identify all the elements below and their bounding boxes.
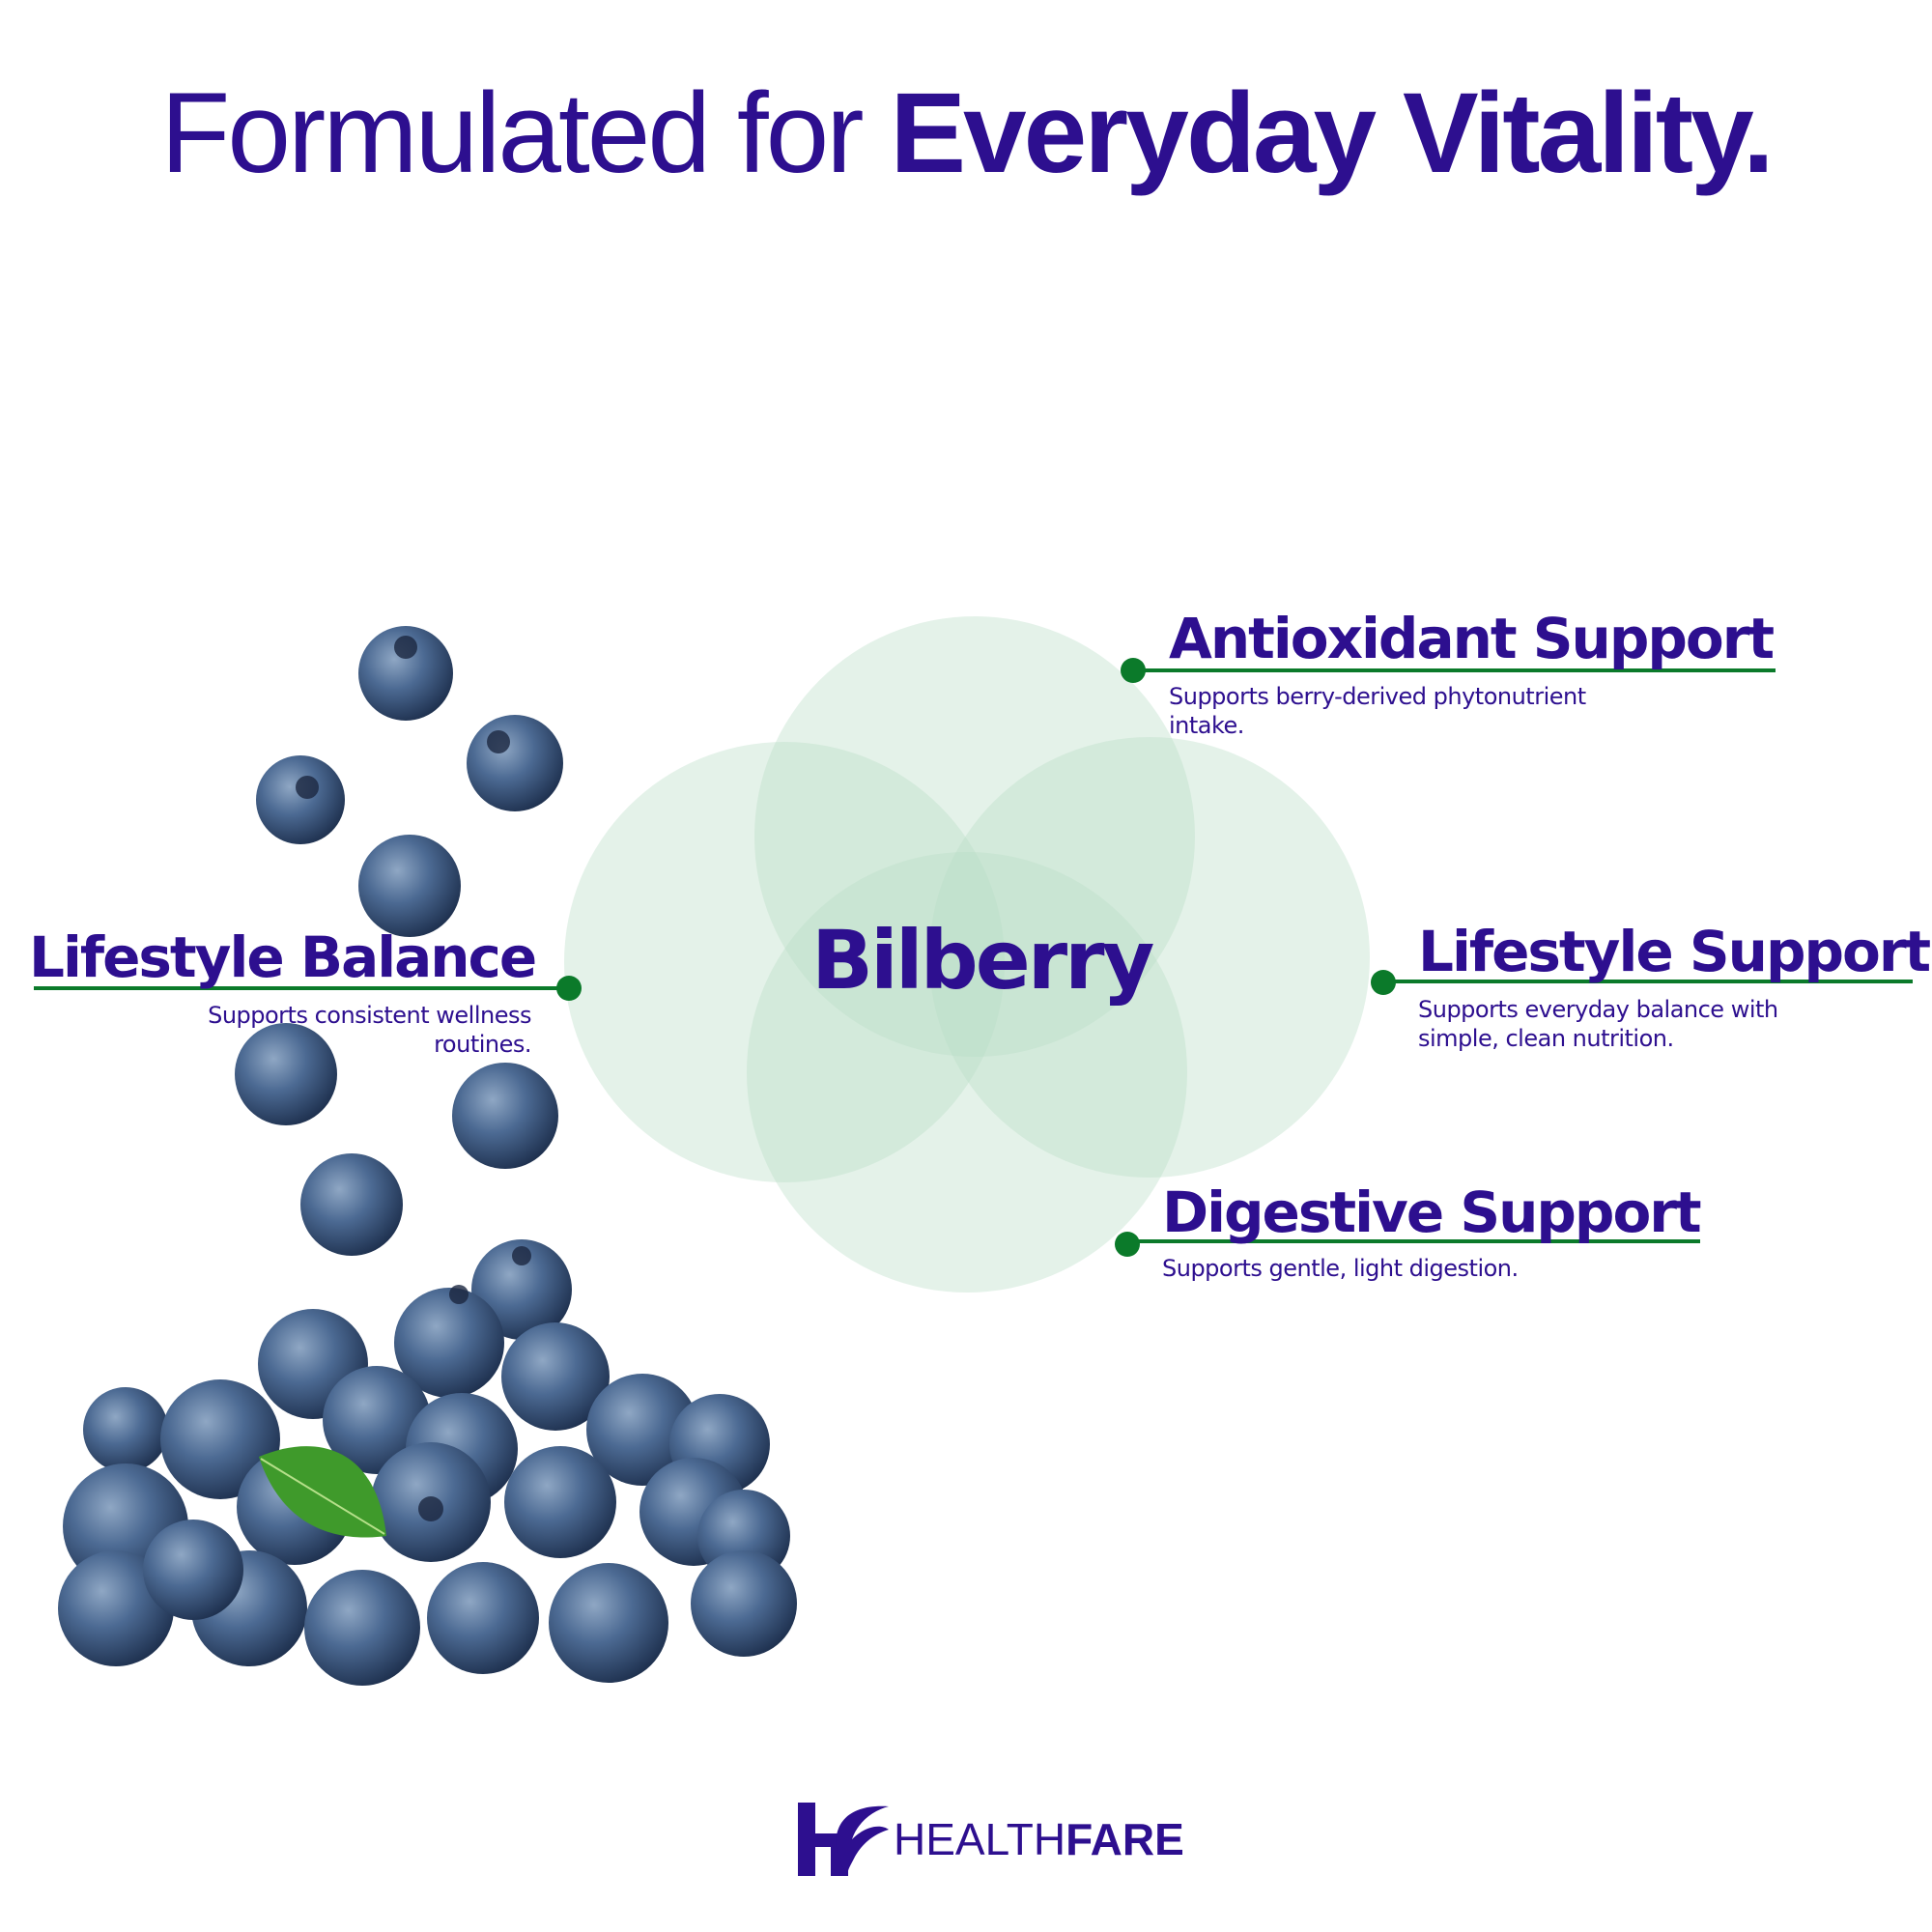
venn-circle-right: [929, 737, 1370, 1178]
benefit-digestive-support: Digestive Support Supports gentle, light…: [1162, 1179, 1702, 1283]
connector-line-lifestyle-balance: [34, 986, 568, 990]
connector-dot-digestive: [1115, 1232, 1140, 1257]
venn-circle-bottom: [747, 852, 1187, 1293]
benefit-title: Lifestyle Support: [1418, 919, 1931, 984]
venn-circle-left: [564, 742, 1005, 1182]
connector-line-antioxidant: [1133, 668, 1776, 672]
benefit-description-line: intake.: [1169, 712, 1244, 739]
benefit-description-line: simple, clean nutrition.: [1418, 1025, 1674, 1052]
brand-name: HEALTHFARE: [894, 1813, 1184, 1865]
benefit-antioxidant-support: Antioxidant Support Supports berry-deriv…: [1169, 606, 1775, 740]
benefit-title: Lifestyle Balance: [29, 924, 537, 990]
benefit-description: Supports consistent wellness routines.: [29, 1001, 531, 1059]
benefit-description-line: Supports gentle, light digestion.: [1162, 1255, 1519, 1282]
benefit-description: Supports everyday balance with simple, c…: [1418, 995, 1929, 1053]
benefit-lifestyle-balance: Lifestyle Balance Supports consistent we…: [29, 924, 537, 1059]
benefit-description: Supports berry-derived phytonutrient int…: [1169, 682, 1773, 740]
connector-dot-lifestyle-balance: [556, 976, 582, 1001]
benefit-description: Supports gentle, light digestion.: [1162, 1254, 1700, 1283]
venn-circle-top: [754, 616, 1195, 1057]
connector-line-digestive: [1127, 1239, 1700, 1243]
headline-bold: Everyday Vitality.: [890, 70, 1774, 197]
page-headline: Formulated for Everyday Vitality.: [0, 68, 1932, 199]
benefit-description-line: Supports consistent wellness: [208, 1002, 531, 1029]
h-leaf-logo-icon: [798, 1803, 889, 1876]
headline-light: Formulated for: [160, 70, 891, 197]
benefit-description-line: routines.: [434, 1031, 531, 1058]
benefit-lifestyle-support: Lifestyle Support Supports everyday bala…: [1418, 919, 1931, 1053]
connector-line-lifestyle-support: [1383, 980, 1913, 983]
brand-name-bold: FARE: [1065, 1814, 1184, 1864]
brand-name-light: HEALTH: [894, 1814, 1066, 1864]
center-label: Bilberry: [811, 913, 1154, 1008]
benefit-description-line: Supports everyday balance with: [1418, 996, 1778, 1023]
brand-logo: HEALTHFARE: [798, 1799, 1184, 1880]
benefit-description-line: Supports berry-derived phytonutrient: [1169, 683, 1586, 710]
benefit-title: Antioxidant Support: [1169, 606, 1775, 671]
benefit-title: Digestive Support: [1162, 1179, 1702, 1245]
